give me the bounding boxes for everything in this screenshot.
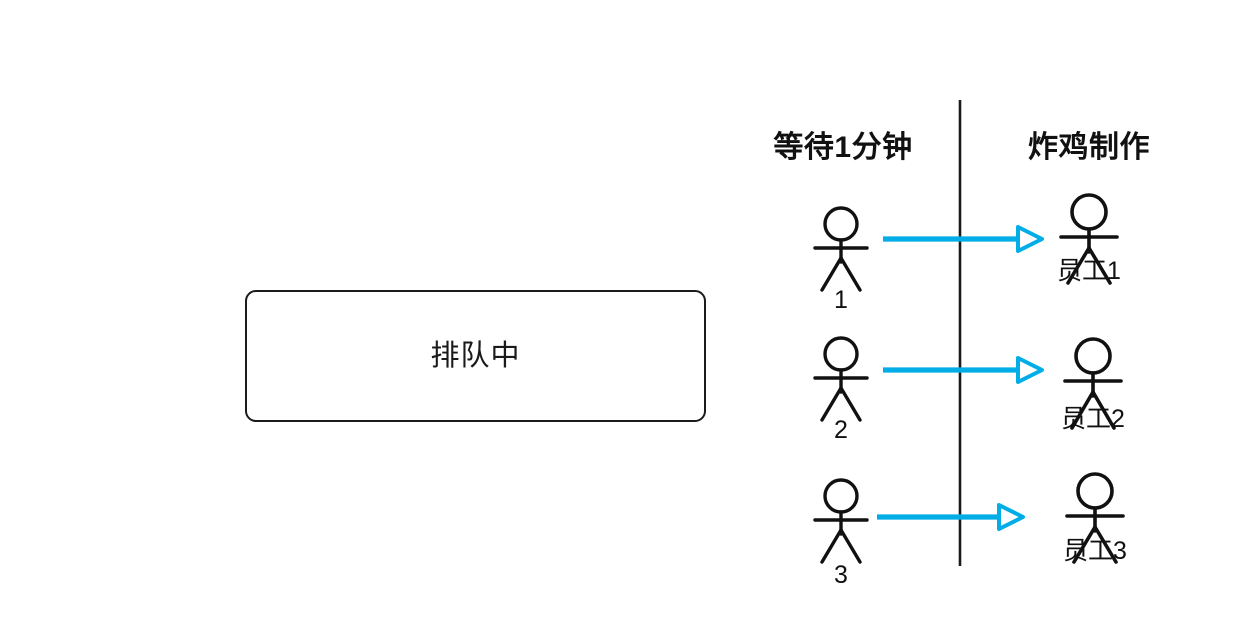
employee-leg-left-2: [1070, 390, 1095, 430]
column-header-cooking: 炸鸡制作: [1028, 131, 1150, 164]
queue-box-label: 排队中: [430, 339, 521, 372]
customer-figure-1: [813, 206, 869, 292]
employee-label-2: 员工2: [1061, 405, 1125, 433]
employee-leg-right-3: [1093, 525, 1118, 564]
employee-leg-left-1: [1066, 246, 1091, 285]
customer-head-2: [823, 336, 859, 372]
employee-leg-right-2: [1091, 390, 1116, 430]
employee-label-3: 员工3: [1063, 537, 1127, 565]
employee-figure-3: [1065, 472, 1125, 564]
employee-label-1: 员工1: [1057, 257, 1121, 285]
queue-box: 排队中: [245, 290, 706, 422]
flow-arrow-head-2: [1016, 356, 1044, 384]
customer-label-3: 3: [834, 561, 848, 589]
flow-arrow-head-1: [1016, 225, 1044, 253]
customer-figure-2: [813, 336, 869, 422]
customer-head-1: [823, 206, 859, 242]
customer-leg-left-2: [820, 386, 843, 422]
customer-leg-left-1: [820, 256, 843, 292]
flow-arrow-2: [883, 356, 1044, 384]
flow-arrow-head-3: [997, 503, 1025, 531]
employee-head-3: [1076, 472, 1114, 510]
employee-head-2: [1074, 337, 1112, 375]
flow-arrow-3: [877, 503, 1025, 531]
customer-leg-right-3: [839, 528, 862, 564]
employee-leg-right-1: [1087, 246, 1112, 285]
employee-figure-2: [1063, 337, 1123, 430]
customer-head-3: [823, 478, 859, 514]
flow-arrow-1: [883, 225, 1044, 253]
customer-leg-right-1: [839, 256, 862, 292]
employee-head-1: [1070, 193, 1108, 231]
column-header-waiting: 等待1分钟: [773, 131, 913, 164]
customer-figure-3: [813, 478, 869, 564]
employee-leg-left-3: [1072, 525, 1097, 564]
customer-leg-right-2: [839, 386, 862, 422]
customer-label-1: 1: [834, 286, 848, 314]
customer-leg-left-3: [820, 528, 843, 564]
employee-figure-1: [1059, 193, 1119, 285]
customer-label-2: 2: [834, 416, 848, 444]
